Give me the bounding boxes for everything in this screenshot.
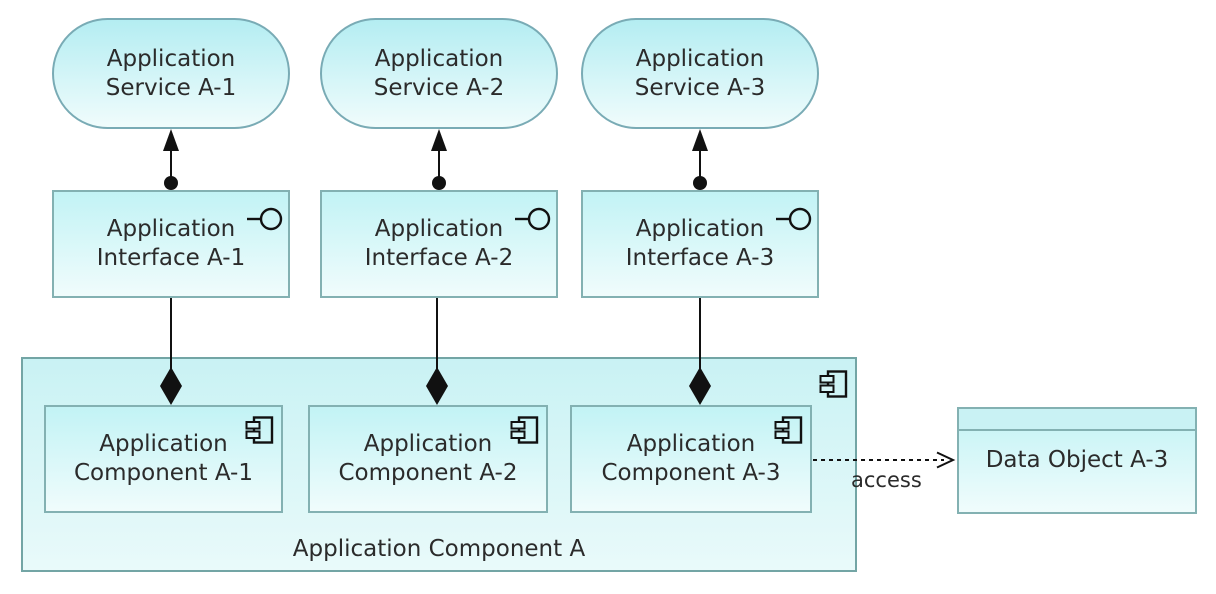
node-label: Interface A-3 [625,245,775,271]
node-label: Application [363,431,493,457]
component-icon [819,370,848,398]
node-data-object-a3[interactable]: Data Object A-3 [957,407,1197,514]
node-label: Service A-2 [373,74,505,101]
node-label: Component A-3 [601,460,781,486]
node-application-component-a2[interactable]: Application Component A-2 [308,405,548,513]
node-application-interface-a1[interactable]: Application Interface A-1 [52,190,290,298]
node-label: Interface A-2 [364,245,514,271]
assignment-connector-3[interactable] [692,129,708,190]
access-relation-label: access [851,468,922,492]
node-application-component-a3[interactable]: Application Component A-3 [570,405,812,513]
assignment-connector-2[interactable] [431,129,447,190]
node-label: Component A-1 [73,460,253,486]
node-label: Application [635,45,765,72]
node-application-interface-a2[interactable]: Application Interface A-2 [320,190,558,298]
node-application-interface-a3[interactable]: Application Interface A-3 [581,190,819,298]
node-label: Application [106,45,236,72]
node-application-component-a1[interactable]: Application Component A-1 [44,405,283,513]
node-label: Service A-3 [634,74,766,101]
node-application-service-a1[interactable]: Application Service A-1 [52,18,290,129]
node-label: Service A-1 [105,74,237,101]
node-label: Application [635,216,765,242]
container-label: Application Component A [292,536,586,562]
component-icon [774,416,803,444]
node-label: Data Object A-3 [985,447,1169,473]
node-label: Application [106,216,236,242]
assignment-connector-1[interactable] [163,129,179,190]
node-label: Interface A-1 [96,245,246,271]
node-application-service-a2[interactable]: Application Service A-2 [320,18,558,129]
node-label: Application [374,216,504,242]
component-icon [510,416,539,444]
node-label: Application [374,45,504,72]
node-application-service-a3[interactable]: Application Service A-3 [581,18,819,129]
data-object-header-band [959,409,1195,431]
node-label: Application [99,431,228,457]
lollipop-interface-icon [515,207,551,231]
component-icon [245,416,274,444]
node-label: Component A-2 [338,460,518,486]
node-label: Application [626,431,756,457]
lollipop-interface-icon [776,207,812,231]
lollipop-interface-icon [247,207,283,231]
